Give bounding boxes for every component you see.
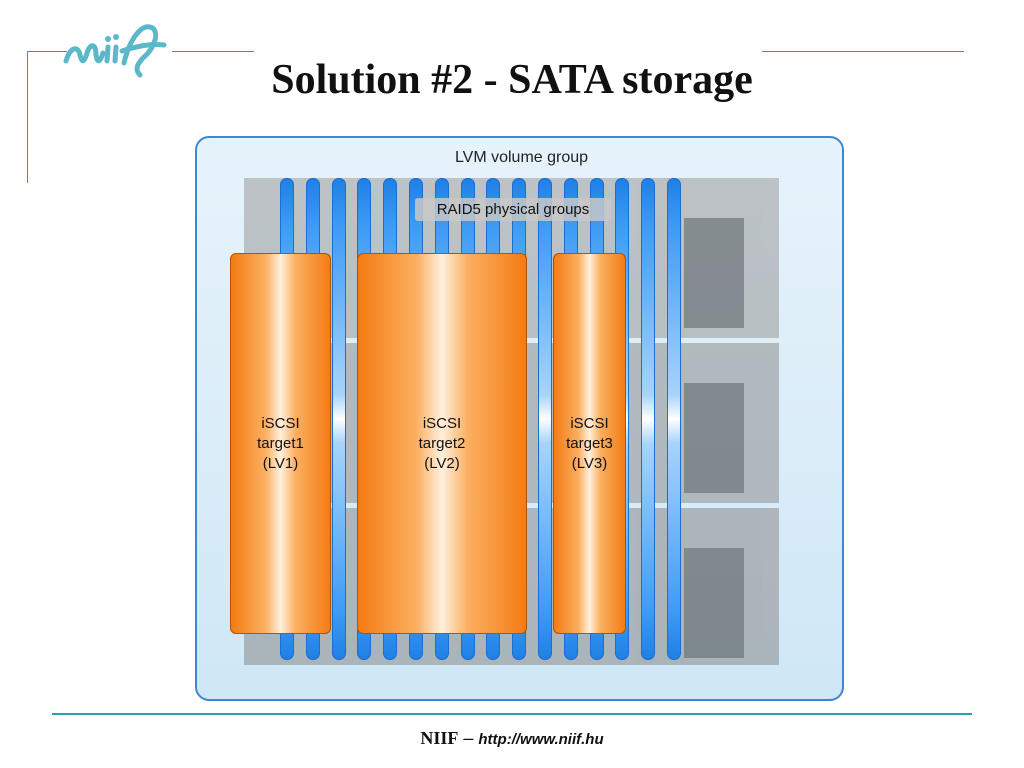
raid5-bar [332,178,346,660]
footer-rule [52,713,972,715]
footer: NIIF – http://www.niif.hu [0,728,1024,749]
raid5-physical-groups-label: RAID5 physical groups [415,198,611,221]
frame-line-top-left [27,51,67,52]
iscsi-target-3: iSCSI target3 (LV3) [553,253,626,634]
iscsi-target-1-label: iSCSI target1 (LV1) [257,414,304,472]
slide-title: Solution #2 - SATA storage [271,57,753,103]
raid5-bar [538,178,552,660]
footer-url: http://www.niif.hu [478,731,604,748]
iscsi-target-2: iSCSI target2 (LV2) [357,253,527,634]
iscsi-target-2-label: iSCSI target2 (LV2) [418,414,466,472]
footer-separator: – [458,728,479,748]
footer-org: NIIF [420,728,459,748]
frame-line-top-mid [172,51,254,52]
niif-logo [63,24,167,78]
frame-line-top-right [762,51,964,52]
raid5-bar [641,178,655,660]
lvm-volume-group-label: LVM volume group [454,149,589,166]
iscsi-target-1: iSCSI target1 (LV1) [230,253,331,634]
frame-line-left [27,51,28,183]
raid5-bar [667,178,681,660]
iscsi-target-3-label: iSCSI target3 (LV3) [566,414,613,472]
